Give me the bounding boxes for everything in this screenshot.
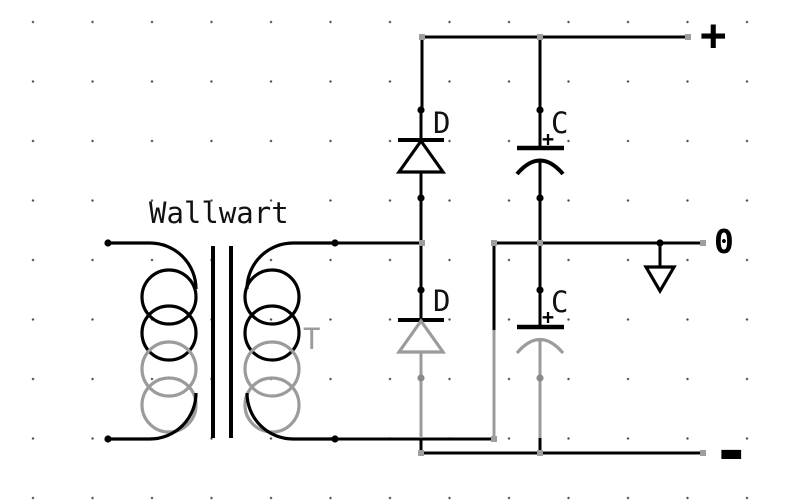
transformer-ref-label: T <box>303 322 320 356</box>
junction-dot <box>417 194 425 202</box>
wire-endpoint-marker <box>700 240 706 246</box>
transformer-right-loop <box>243 268 301 326</box>
capacitor-bottom-symbol <box>515 290 565 355</box>
transformer-left-loop <box>140 304 198 362</box>
wire-endpoint-marker <box>491 240 497 246</box>
transformer-right-loop <box>243 376 301 434</box>
cap-bottom-curved-plate <box>515 337 565 355</box>
wire-endpoint-marker <box>537 34 543 40</box>
capacitor-top-symbol <box>515 110 565 198</box>
diode-bottom-label: D <box>433 284 450 318</box>
junction-dot <box>331 435 339 443</box>
cap-bottom-polarity-mark: + <box>542 305 554 329</box>
junction-dot <box>656 239 664 247</box>
transformer-symbol <box>108 241 335 441</box>
transformer-left-loop <box>140 268 198 326</box>
diode-top-label: D <box>433 106 450 140</box>
junction-dot <box>417 286 425 294</box>
wire-endpoint-marker <box>537 240 543 246</box>
junction-dot <box>104 435 112 443</box>
transformer-right-bottom-lead <box>245 392 335 441</box>
junction-dot <box>417 106 425 114</box>
junction-dots <box>104 106 664 443</box>
wire-endpoint-marker <box>537 450 543 456</box>
junction-dot <box>536 374 544 382</box>
cap-top-polarity-mark: + <box>542 127 554 151</box>
positive-terminal-label: + <box>700 10 727 61</box>
transformer-name-label: Wallwart <box>149 196 289 230</box>
cap-top-curved-plate <box>515 158 565 176</box>
ground-symbol <box>643 243 677 295</box>
transformer-left-loop <box>140 340 198 398</box>
junction-dot <box>536 194 544 202</box>
junction-dot <box>417 374 425 382</box>
wire-endpoint-markers <box>418 34 706 456</box>
junction-dot <box>331 239 339 247</box>
junction-dot <box>536 106 544 114</box>
wire-endpoint-marker <box>419 34 425 40</box>
diode-bottom-symbol <box>395 290 447 354</box>
transformer-right-loop <box>243 304 301 362</box>
wire-endpoint-marker <box>685 34 691 40</box>
wire-endpoint-marker <box>419 240 425 246</box>
negative-terminal-label: - <box>712 415 751 489</box>
transformer-left-loop <box>140 376 198 434</box>
ground-triangle-icon <box>643 265 677 295</box>
wire-endpoint-marker <box>700 450 706 456</box>
transformer-right-loop <box>243 340 301 398</box>
junction-dot <box>536 286 544 294</box>
diode-bottom-triangle <box>395 318 447 354</box>
wire-endpoint-marker <box>418 450 424 456</box>
diode-top-triangle <box>395 138 447 174</box>
junction-dot <box>104 239 112 247</box>
transformer-right-top-lead <box>245 241 335 290</box>
transformer-left-top-lead <box>108 241 198 290</box>
cap-top-label: C <box>551 106 568 140</box>
diode-top-symbol <box>395 110 447 198</box>
zero-terminal-label: 0 <box>714 222 734 261</box>
cap-bottom-label: C <box>551 285 568 319</box>
transformer-left-bottom-lead <box>108 392 198 441</box>
wire-endpoint-marker <box>491 436 497 442</box>
